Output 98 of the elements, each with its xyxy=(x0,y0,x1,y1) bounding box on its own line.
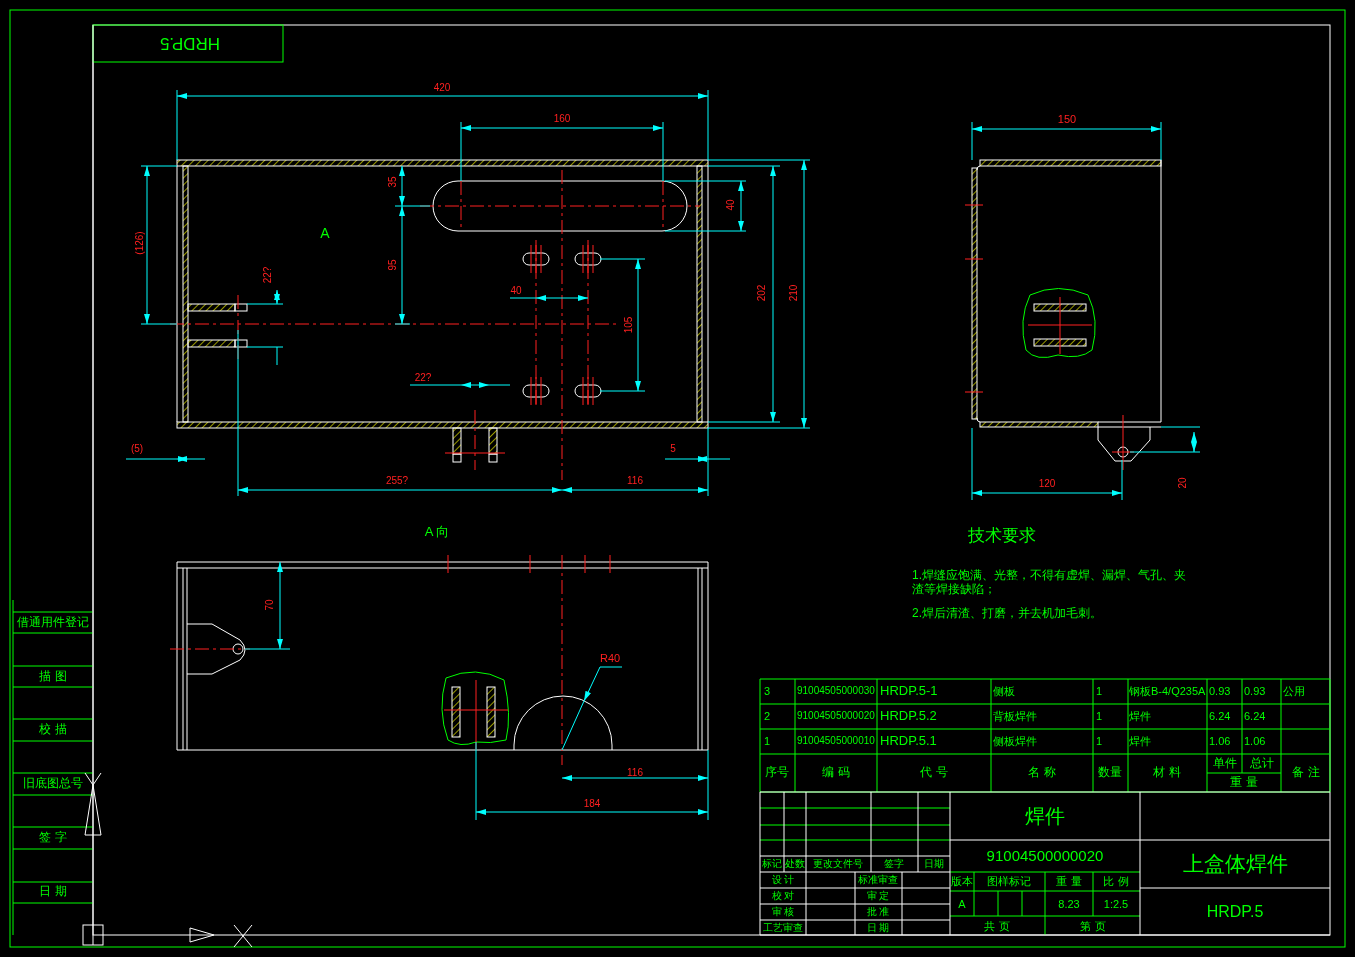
dimension-text: 255? xyxy=(385,475,409,487)
table-text: 8.23 xyxy=(1058,897,1080,911)
table-text: 签 字 xyxy=(39,831,67,845)
table-text: HRDP.5-1 xyxy=(880,683,938,699)
dimension-text: 35 xyxy=(387,176,399,188)
table-text: 1 xyxy=(1096,734,1103,748)
table-text: 处数 xyxy=(785,858,805,870)
table-text: 单件 xyxy=(1213,757,1237,771)
table-text: 上盒体焊件 xyxy=(1182,851,1288,877)
table-text: HRDP.5.1 xyxy=(880,733,937,749)
table-text: 侧板焊件 xyxy=(993,734,1037,748)
table-text: 重 量 xyxy=(1056,874,1082,888)
table-text: 数量 xyxy=(1098,766,1122,780)
table-text: 焊件 xyxy=(1129,709,1151,723)
table-text: 编 码 xyxy=(822,766,850,780)
table-text: 1 xyxy=(1096,684,1103,698)
table-text: 91004505000030 xyxy=(797,685,875,697)
table-text: 旧底图总号 xyxy=(23,777,83,791)
table-text: 总计 xyxy=(1250,757,1274,771)
table-text: 背板焊件 xyxy=(993,709,1037,723)
table-text: 6.24 xyxy=(1244,709,1266,723)
dimension-text: 40 xyxy=(510,285,522,297)
table-text: 工艺审查 xyxy=(763,922,803,934)
table-text: 钢板B-4/Q235A xyxy=(1129,684,1206,698)
table-text: 签字 xyxy=(884,858,904,870)
table-text: 第 页 xyxy=(1080,919,1106,933)
dimension-text: 210 xyxy=(788,284,800,302)
note-text: 1.焊缝应饱满、光整，不得有虚焊、漏焊、气孔、夹渣等焊接缺陷； xyxy=(912,569,1187,597)
table-text: 0.93 xyxy=(1209,684,1231,698)
dimension-text: (5) xyxy=(130,443,144,455)
semicircular-cutout xyxy=(513,695,613,751)
table-text: 2 xyxy=(764,709,771,723)
table-text: 描 图 xyxy=(39,670,67,684)
table-text: A xyxy=(958,897,966,911)
table-text: 1:2.5 xyxy=(1103,897,1129,911)
table-text: 91004505000010 xyxy=(797,735,875,747)
dimension-text: 150 xyxy=(1057,112,1077,126)
table-text: 重 量 xyxy=(1230,776,1258,790)
table-text: 审 核 xyxy=(771,906,795,918)
dimension-text: (126) xyxy=(134,231,146,255)
dimension-text: 184 xyxy=(583,798,601,810)
view-label: A 向 xyxy=(424,524,450,540)
dimension-text: 5 xyxy=(670,443,676,455)
view-label: A xyxy=(320,224,330,242)
dimension-text: 105 xyxy=(623,316,635,334)
table-text: 日 期 xyxy=(39,885,67,899)
table-text: 校 对 xyxy=(771,890,795,902)
table-text: 焊件 xyxy=(1025,804,1065,828)
table-text: 代 号 xyxy=(920,766,948,780)
table-text: 名 称 xyxy=(1028,766,1056,780)
heading: 技术要求 xyxy=(968,526,1036,546)
table-text: 日期 xyxy=(924,858,944,870)
table-text: 比 例 xyxy=(1103,874,1129,888)
dimension-text: 70 xyxy=(264,599,276,611)
dimension-text: 116 xyxy=(627,767,643,779)
table-text: 焊件 xyxy=(1129,734,1151,748)
table-text: 更改文件号 xyxy=(813,858,863,870)
table-text: 批 准 xyxy=(866,906,890,918)
dimension-text: 20 xyxy=(1177,477,1189,489)
table-text: 备 注 xyxy=(1292,766,1320,780)
table-text: 91004505000020 xyxy=(797,710,875,722)
table-text: 0.93 xyxy=(1244,684,1266,698)
table-text: 校 描 xyxy=(39,723,67,737)
table-text: 版本 xyxy=(951,874,973,888)
dimension-text: 160 xyxy=(553,113,571,125)
table-text: 公用 xyxy=(1283,684,1305,698)
drawing-number: HRDP.5 xyxy=(159,33,221,53)
table-text: 标准审查 xyxy=(858,874,898,886)
leader-line xyxy=(583,666,601,702)
table-text: 1 xyxy=(764,734,771,748)
table-text: 1.06 xyxy=(1244,734,1266,748)
dimension-text: 95 xyxy=(387,259,399,271)
dimension-text: 202 xyxy=(756,284,768,302)
table-text: 借通用件登记 xyxy=(17,616,89,630)
table-text: 1.06 xyxy=(1209,734,1231,748)
dimension-text: 420 xyxy=(433,82,451,94)
table-text: 6.24 xyxy=(1209,709,1231,723)
table-text: 91004500000020 xyxy=(986,847,1104,865)
table-text: HRDP.5 xyxy=(1206,902,1264,922)
dimension-text: 120 xyxy=(1038,478,1056,490)
table-text: 材 料 xyxy=(1153,766,1181,780)
table-text: 审 定 xyxy=(866,890,890,902)
table-text: 标记 xyxy=(762,858,782,870)
dimension-text: 40 xyxy=(725,199,737,211)
dimension-text: 22? xyxy=(262,266,274,284)
table-text: HRDP.5.2 xyxy=(880,708,937,724)
table-text: 1 xyxy=(1096,709,1103,723)
table-text: 图样标记 xyxy=(987,874,1031,888)
dimension-text: 22? xyxy=(414,372,432,384)
table-text: 序号 xyxy=(765,766,789,780)
table-text: 日 期 xyxy=(866,922,890,934)
table-text: 共 页 xyxy=(984,919,1010,933)
table-text: 侧板 xyxy=(993,684,1015,698)
table-text: 3 xyxy=(764,684,771,698)
dimension-text: R40 xyxy=(600,652,621,665)
table-text: 设 计 xyxy=(771,874,795,886)
note-text: 2.焊后清渣、打磨，并去机加毛刺。 xyxy=(912,607,1102,621)
dimension-text: 116 xyxy=(627,475,643,487)
